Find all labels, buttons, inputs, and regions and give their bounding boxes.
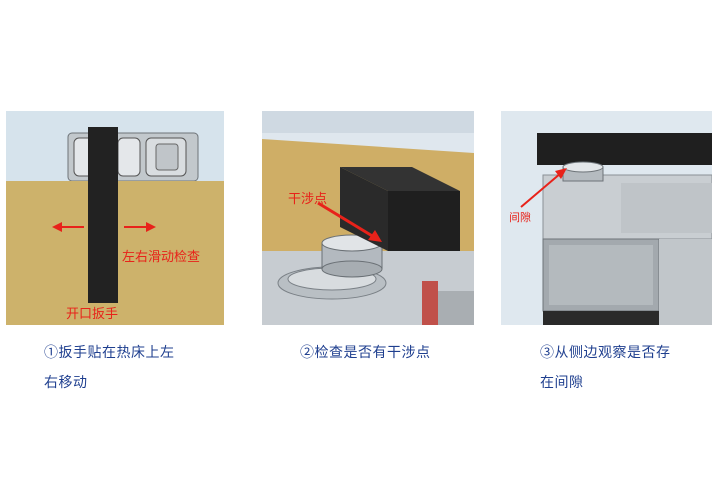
caption-step-3-line-2: 在间隙 xyxy=(540,375,584,391)
caption-step-3: ③从侧边观察是否存 在间隙 xyxy=(540,338,710,398)
panel-wrench-slide-image: 左右滑动检查 开口扳手 xyxy=(6,111,224,325)
caption-step-2: ②检查是否有干涉点 xyxy=(300,338,480,368)
panel-interference-image: 干涉点 xyxy=(262,111,474,325)
label-gap: 间隙 xyxy=(509,210,531,224)
label-interference-point: 干涉点 xyxy=(288,192,327,207)
wrench-shape xyxy=(88,127,118,303)
panel-gap-image: 间隙 xyxy=(501,111,712,325)
bed-plate-shape xyxy=(537,133,712,165)
caption-step-1-line-1: ①扳手贴在热床上左 xyxy=(44,345,175,361)
caption-step-1-line-2: 右移动 xyxy=(44,375,88,391)
caption-step-3-line-1: ③从侧边观察是否存 xyxy=(540,345,671,361)
label-slide-check: 左右滑动检查 xyxy=(122,250,200,265)
label-open-wrench: 开口扳手 xyxy=(66,306,118,322)
caption-step-2-line-1: ②检查是否有干涉点 xyxy=(300,345,431,361)
caption-step-1: ①扳手贴在热床上左 右移动 xyxy=(44,338,204,398)
